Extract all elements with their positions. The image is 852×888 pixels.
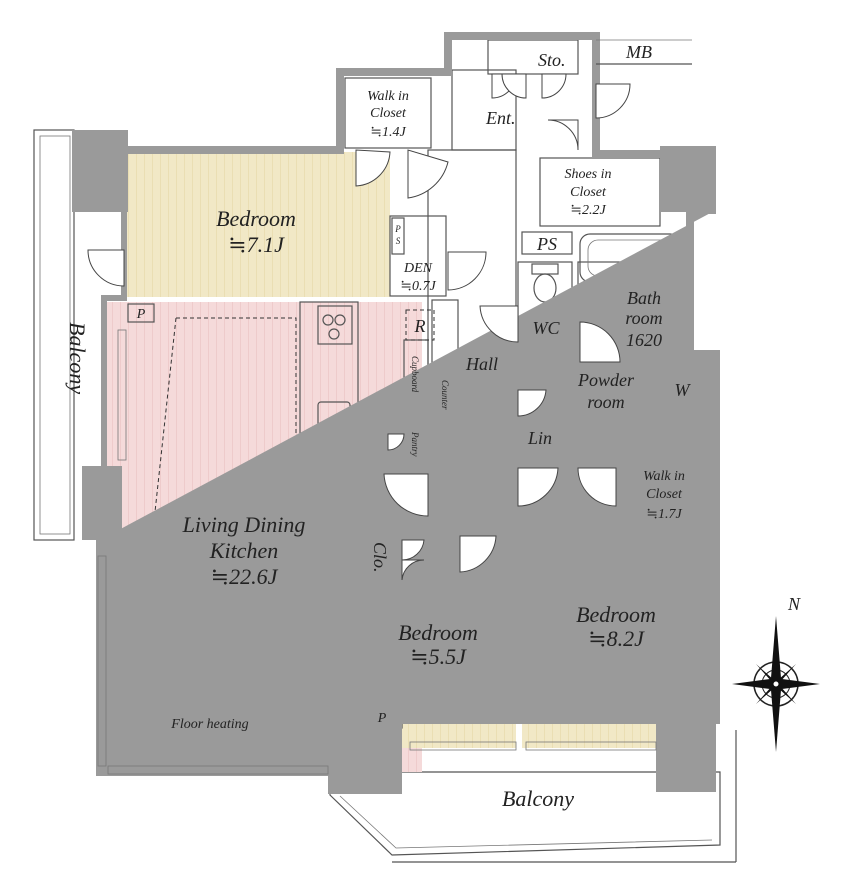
den-room [389, 215, 447, 297]
den-label: DEN [403, 261, 433, 276]
wc-label: WC [533, 318, 561, 338]
cupboard-label: Cupboard [410, 356, 420, 393]
door-bedroom-2[interactable] [401, 535, 497, 581]
door-balcony-west[interactable] [87, 249, 125, 287]
floor-heating-label: Floor heating [170, 717, 248, 732]
window-west [97, 329, 127, 767]
bedroom-1-size: ≒7.1J [228, 232, 285, 257]
compass-icon: N [732, 594, 820, 752]
refrigerator-space [405, 309, 435, 341]
pipe-space-label: PS [536, 234, 557, 254]
walk-in-closet-2-size: ≒1.7J [646, 507, 682, 522]
bedroom-2-label: Bedroom [398, 620, 478, 645]
linen-label: Lin [527, 428, 552, 448]
refrigerator-label: R [414, 316, 426, 336]
ldk-size: ≒22.6J [211, 564, 279, 589]
window-south [107, 741, 657, 775]
hall-label: Hall [465, 354, 498, 374]
bedroom-2-size: ≒5.5J [410, 644, 467, 669]
pipe-south-label: P [377, 711, 387, 726]
door-storage[interactable] [491, 73, 567, 99]
den-size: ≒0.7J [400, 279, 436, 294]
door-wc[interactable] [479, 305, 519, 343]
balcony-west [33, 129, 75, 541]
door-entrance[interactable] [547, 83, 631, 151]
entrance-floor [451, 69, 517, 151]
door-hall-ldk[interactable] [383, 473, 429, 517]
walk-in-closet-1-size: ≒1.4J [370, 125, 406, 140]
door-powder[interactable] [517, 389, 547, 417]
counter-label: Counter [440, 380, 450, 410]
pantry-label: Pantry [410, 431, 420, 457]
west-wall [101, 150, 127, 470]
washer-label: W [675, 380, 692, 400]
compass-north-label: N [787, 594, 801, 614]
bedroom-1-label: Bedroom [216, 206, 296, 231]
bedroom-3-label: Bedroom [576, 602, 656, 627]
door-pantry[interactable] [387, 433, 405, 451]
pipe-space-small-box [391, 217, 405, 255]
shoes-closet-size: ≒2.2J [570, 203, 606, 218]
walk-in-closet-1 [344, 77, 432, 149]
balcony-south-label: Balcony [502, 786, 574, 811]
pipe-west-label: P [136, 307, 146, 322]
pipe-west-box [127, 303, 155, 323]
bedroom-1-floor [125, 152, 390, 297]
door-den[interactable] [447, 251, 487, 291]
door-bath[interactable] [579, 321, 621, 363]
bedroom-3-size: ≒8.2J [588, 626, 645, 651]
structural-walls [72, 130, 716, 794]
pipe-space-box [521, 231, 573, 255]
wall-mb [596, 39, 692, 65]
door-bedroom-1[interactable] [355, 149, 449, 199]
bathroom-size: 1620 [626, 330, 662, 350]
balcony-west-label: Balcony [65, 322, 90, 394]
closet-label: Clo. [370, 542, 390, 573]
meter-box-label: MB [625, 42, 652, 62]
entrance-label: Ent. [485, 108, 516, 128]
door-bedroom-3[interactable] [517, 467, 617, 507]
stove [317, 305, 353, 345]
storage-label: Sto. [538, 50, 566, 70]
